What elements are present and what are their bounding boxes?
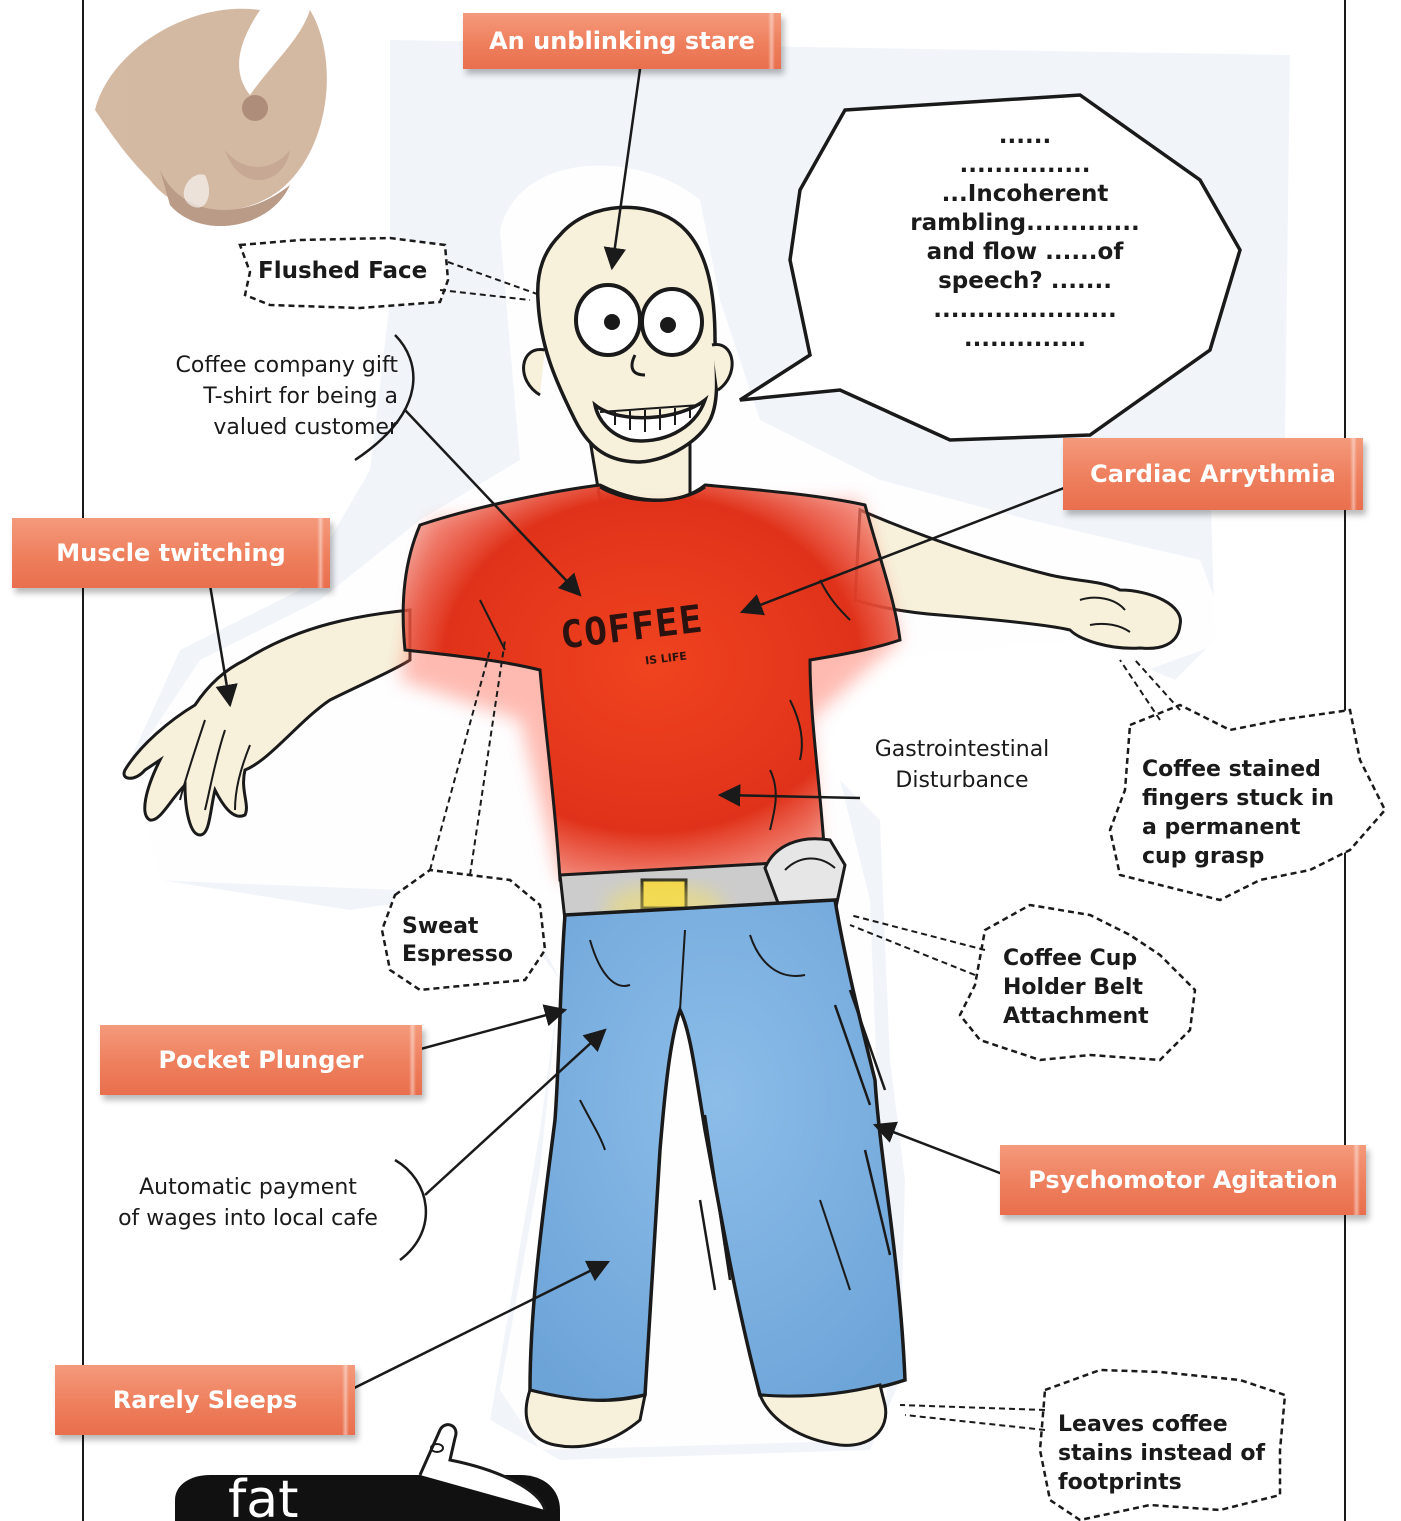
gastro-note-line: Gastrointestinal [862,734,1062,765]
speech-line: speech? ....... [860,267,1190,296]
fingers-line: a permanent [1142,813,1334,842]
tshirt-note-line: valued customer [128,412,398,443]
speech-line: .............. [860,325,1190,354]
speech-line: ..................... [860,296,1190,325]
sweat-label: Sweat Espresso [402,913,513,969]
cupholder-label: Coffee Cup Holder Belt Attachment [1003,944,1149,1031]
flushed-face-label: Flushed Face [258,258,427,284]
footprints-label: Leaves coffee stains instead of footprin… [1058,1410,1265,1497]
swirl-logo-icon [95,9,327,226]
tag-psychomotor: Psychomotor Agitation [1000,1145,1366,1215]
wages-note: Automatic payment of wages into local ca… [98,1172,398,1234]
cupholder-line: Holder Belt [1003,973,1149,1002]
tag-cardiac: Cardiac Arrythmia [1063,438,1363,510]
tshirt-note-line: Coffee company gift [128,350,398,381]
fingers-line: Coffee stained [1142,755,1334,784]
footprints-line: Leaves coffee [1058,1410,1265,1439]
speech-line: ...Incoherent [860,180,1190,209]
fingers-line: cup grasp [1142,842,1334,871]
cupholder-line: Coffee Cup [1003,944,1149,973]
speech-line: ...... [860,122,1190,151]
gastro-note-line: Disturbance [862,765,1062,796]
speech-text: ...... ............... ...Incoherent ram… [860,122,1190,354]
fingers-line: fingers stuck in [1142,784,1334,813]
footer-logo-text: fat [228,1474,299,1521]
footprints-line: footprints [1058,1468,1265,1497]
fingers-label: Coffee stained fingers stuck in a perman… [1142,755,1334,871]
speech-line: and flow ......of [860,238,1190,267]
sweat-line: Sweat [402,913,513,941]
speech-line: rambling............. [860,209,1190,238]
footprints-line: stains instead of [1058,1439,1265,1468]
cupholder-line: Attachment [1003,1002,1149,1031]
tshirt-note-line: T-shirt for being a [128,381,398,412]
speech-line: ............... [860,151,1190,180]
tag-sleeps: Rarely Sleeps [55,1365,355,1435]
sweat-line: Espresso [402,941,513,969]
tag-muscle: Muscle twitching [12,518,330,588]
wages-note-line: of wages into local cafe [98,1203,398,1234]
gastro-note: Gastrointestinal Disturbance [862,734,1062,796]
tag-stare: An unblinking stare [463,13,781,69]
tshirt-note: Coffee company gift T-shirt for being a … [128,350,398,443]
tag-pocket: Pocket Plunger [100,1025,422,1095]
wages-note-line: Automatic payment [98,1172,398,1203]
